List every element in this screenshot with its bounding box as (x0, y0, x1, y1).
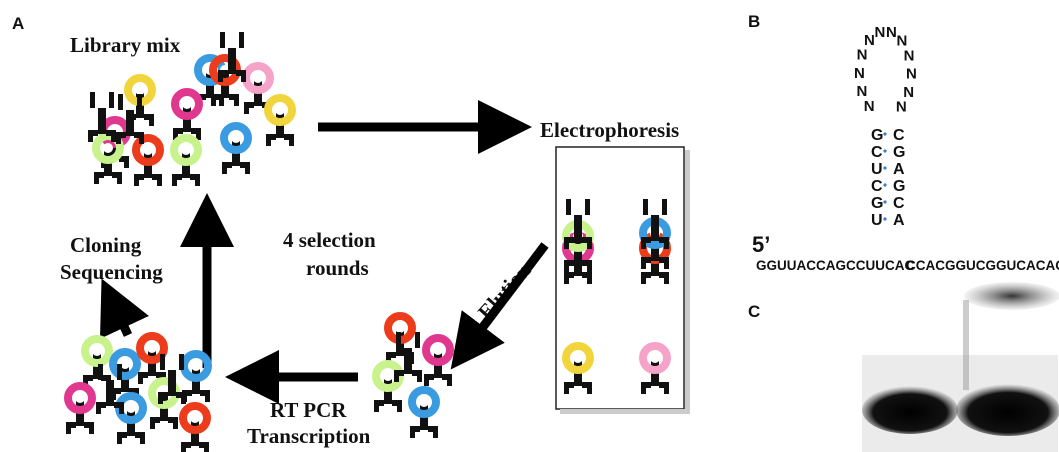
panel-label-a: A (12, 14, 25, 33)
base-pair-dot (883, 132, 887, 136)
base-pair-dot (883, 166, 887, 170)
aptamer-molecule (641, 199, 669, 249)
loop-nucleotide: N (854, 65, 865, 82)
stem-nucleotide-right: A (893, 212, 905, 229)
loop-nucleotide: N (874, 24, 885, 41)
aptamer-molecule (92, 132, 124, 184)
stem-nucleotide-right: C (893, 195, 905, 212)
stem-nucleotide-right: G (893, 178, 905, 195)
aptamer-molecule (170, 134, 202, 186)
loop-nucleotide: N (857, 47, 868, 64)
aptamer-molecule (179, 402, 211, 452)
stem-nucleotide-right: G (893, 144, 905, 161)
base-pair-dot (883, 200, 887, 204)
label-selection-rounds-2: rounds (306, 256, 369, 280)
stem-nucleotide-left: U (871, 161, 883, 178)
label-library-mix: Library mix (70, 33, 181, 57)
stem-nucleotide-left: G (871, 127, 883, 144)
loop-nucleotide: N (903, 84, 914, 101)
aptamer-molecule (264, 94, 296, 146)
aptamer-molecule (81, 335, 113, 387)
aptamer-molecule (408, 386, 440, 438)
aptamer-molecule (218, 32, 246, 82)
stem-nucleotide-right: A (893, 161, 905, 178)
base-pair-dot (883, 183, 887, 187)
loop-nucleotide: N (857, 83, 868, 100)
aptamer-molecule (158, 354, 186, 404)
aptamer-molecule (422, 334, 454, 386)
loop-nucleotide: N (896, 98, 907, 115)
loop-nucleotide: N (886, 24, 897, 41)
aptamer-molecule (132, 134, 164, 186)
stem-nucleotide-right: C (893, 127, 905, 144)
label-transcription: Transcription (247, 424, 371, 448)
label-rt-pcr: RT PCR (270, 398, 347, 422)
aptamer-molecule (96, 364, 124, 414)
aptamer-molecule (115, 392, 147, 444)
aptamer-molecule (220, 122, 252, 174)
loop-nucleotide: N (864, 98, 875, 115)
loop-nucleotide: N (904, 47, 915, 64)
loop-nucleotide: N (864, 32, 875, 49)
aptamer-molecule (116, 94, 144, 144)
arrow-to-cloning (100, 278, 149, 339)
stem-nucleotide-left: C (871, 144, 883, 161)
gel-image-c (862, 282, 1059, 452)
stem-nucleotide-left: U (871, 212, 883, 229)
aptamer-molecule (564, 199, 592, 249)
aptamer-molecule (639, 342, 671, 394)
five-prime-label: 5’ (752, 232, 770, 257)
label-selection-rounds-1: 4 selection (283, 228, 376, 252)
aptamer-molecule (394, 332, 422, 382)
right-strand-sequence: CCACGGUCGGUCACAC (906, 258, 1059, 273)
loop-nucleotide: N (896, 32, 907, 49)
aptamer-molecule (88, 92, 116, 142)
base-pair-dot (883, 149, 887, 153)
base-pair-dot (883, 217, 887, 221)
aptamer-molecule (171, 88, 203, 140)
panel-label-b: B (748, 12, 761, 31)
left-strand-sequence: GGUUACCAGCCUUCAC (756, 258, 914, 273)
aptamer-molecule (64, 382, 96, 434)
label-cloning: Cloning (70, 233, 142, 257)
panel-label-c: C (748, 302, 761, 321)
aptamer-molecule (562, 342, 594, 394)
aptamer-molecule (180, 350, 212, 402)
stem-nucleotide-left: C (871, 178, 883, 195)
arrow-elution (450, 242, 549, 370)
loop-nucleotide: N (906, 66, 917, 83)
label-electrophoresis: Electrophoresis (540, 118, 680, 142)
stem-nucleotide-left: G (871, 195, 883, 212)
